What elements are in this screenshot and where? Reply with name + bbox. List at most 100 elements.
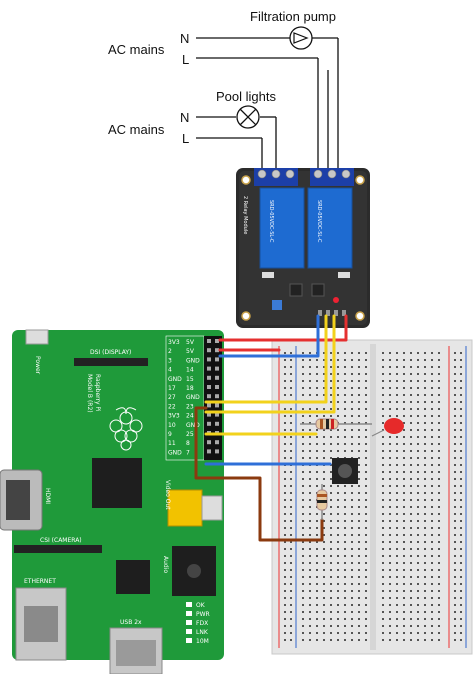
breadboard-hole (460, 520, 462, 522)
breadboard-hole (323, 408, 325, 410)
breadboard-hole (424, 520, 426, 522)
breadboard-hole (290, 639, 292, 641)
breadboard-hole (284, 457, 286, 459)
breadboard-hole (454, 597, 456, 599)
breadboard-hole (454, 464, 456, 466)
breadboard-hole (351, 569, 353, 571)
breadboard-hole (410, 618, 412, 620)
breadboard-hole (365, 401, 367, 403)
breadboard-hole (323, 485, 325, 487)
breadboard-hole (403, 450, 405, 452)
breadboard-hole (323, 457, 325, 459)
breadboard-hole (365, 597, 367, 599)
breadboard-hole (351, 499, 353, 501)
breadboard-hole (344, 548, 346, 550)
breadboard-hole (358, 352, 360, 354)
breadboard-hole (410, 408, 412, 410)
breadboard-hole (438, 506, 440, 508)
gpio-left-label: 3V3 (168, 339, 180, 346)
breadboard-hole (323, 597, 325, 599)
breadboard-hole (309, 457, 311, 459)
breadboard-hole (330, 639, 332, 641)
breadboard-hole (344, 611, 346, 613)
breadboard-hole (302, 639, 304, 641)
breadboard-hole (316, 471, 318, 473)
breadboard-hole (410, 506, 412, 508)
breadboard-hole (323, 394, 325, 396)
breadboard-hole (309, 513, 311, 515)
breadboard-hole (323, 604, 325, 606)
breadboard-hole (417, 415, 419, 417)
breadboard-hole (337, 534, 339, 536)
breadboard-hole (454, 506, 456, 508)
breadboard-hole (309, 429, 311, 431)
breadboard-hole (316, 373, 318, 375)
breadboard-hole (302, 436, 304, 438)
breadboard-hole (410, 373, 412, 375)
breadboard-hole (417, 471, 419, 473)
breadboard-hole (316, 639, 318, 641)
breadboard-hole (460, 457, 462, 459)
breadboard-hole (344, 513, 346, 515)
breadboard-hole (365, 555, 367, 557)
breadboard-hole (309, 359, 311, 361)
breadboard-hole (284, 415, 286, 417)
breadboard-hole (417, 499, 419, 501)
breadboard-hole (330, 443, 332, 445)
breadboard-hole (344, 597, 346, 599)
breadboard-hole (337, 499, 339, 501)
breadboard-hole (417, 590, 419, 592)
breadboard-hole (403, 492, 405, 494)
gpio-right-label: GND (186, 394, 200, 401)
breadboard-hole (417, 359, 419, 361)
breadboard-hole (431, 373, 433, 375)
breadboard-hole (424, 394, 426, 396)
breadboard-hole (365, 618, 367, 620)
pi-led-pwr: PWR (196, 611, 210, 618)
breadboard-hole (403, 478, 405, 480)
gpio-pin (207, 449, 211, 454)
breadboard-hole (358, 506, 360, 508)
relay-1 (259, 187, 305, 269)
breadboard-hole (330, 590, 332, 592)
breadboard-hole (438, 478, 440, 480)
breadboard-hole (323, 520, 325, 522)
breadboard-hole (410, 415, 412, 417)
breadboard-hole (431, 380, 433, 382)
breadboard-hole (290, 415, 292, 417)
breadboard-hole (323, 373, 325, 375)
breadboard-hole (337, 569, 339, 571)
breadboard-hole (344, 352, 346, 354)
breadboard-hole (382, 604, 384, 606)
pushbutton (332, 458, 358, 484)
breadboard-hole (337, 380, 339, 382)
gpio-pin (207, 421, 211, 426)
breadboard-hole (337, 450, 339, 452)
breadboard-hole (302, 527, 304, 529)
breadboard-hole (417, 625, 419, 627)
breadboard-hole (460, 576, 462, 578)
breadboard-hole (438, 450, 440, 452)
breadboard-hole (410, 632, 412, 634)
breadboard-hole (382, 541, 384, 543)
breadboard-hole (290, 506, 292, 508)
breadboard-hole (454, 408, 456, 410)
breadboard-hole (403, 625, 405, 627)
breadboard-hole (316, 359, 318, 361)
breadboard-hole (316, 436, 318, 438)
breadboard-hole (454, 611, 456, 613)
breadboard-hole (403, 394, 405, 396)
breadboard-hole (396, 611, 398, 613)
breadboard-hole (431, 499, 433, 501)
breadboard-hole (403, 632, 405, 634)
breadboard-hole (424, 373, 426, 375)
breadboard-hole (460, 429, 462, 431)
breadboard-hole (337, 485, 339, 487)
breadboard-hole (382, 590, 384, 592)
breadboard-hole (417, 632, 419, 634)
breadboard-hole (344, 618, 346, 620)
breadboard-hole (302, 478, 304, 480)
breadboard-hole (382, 380, 384, 382)
breadboard-hole (358, 492, 360, 494)
breadboard-hole (403, 583, 405, 585)
